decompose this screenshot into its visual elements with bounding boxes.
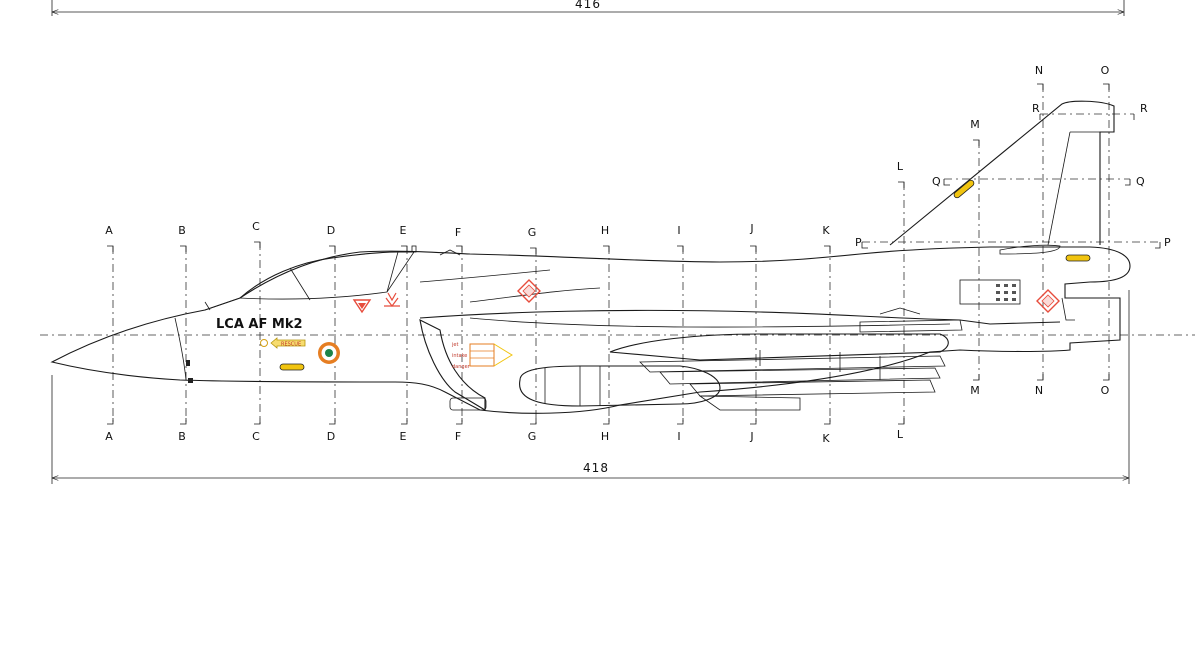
roundel-inner	[325, 349, 333, 357]
section-label-top: O	[1101, 64, 1110, 77]
canopy	[239, 251, 414, 299]
bottom-dimension-value: 418	[583, 461, 609, 475]
section-label-bottom: E	[400, 430, 407, 443]
rear-vents	[996, 284, 1016, 301]
section-tick-top	[750, 245, 757, 252]
aircraft-designation: LCA AF Mk2	[216, 317, 303, 332]
section-label-bottom: M	[970, 384, 980, 397]
section-label-top: B	[178, 224, 186, 237]
section-tick-top	[1103, 83, 1110, 90]
vertical-fin	[889, 100, 1115, 246]
rescue-marking-text: RESCUE	[281, 342, 301, 348]
section-tick-top	[603, 245, 610, 252]
fuselage	[50, 246, 1131, 414]
section-label-top: J	[749, 222, 753, 235]
section-tick-top	[677, 245, 684, 252]
section-tick-bottom	[603, 418, 610, 425]
section-tick-top	[107, 245, 114, 252]
section-label-top: L	[897, 160, 904, 173]
wing	[419, 309, 1061, 325]
section-label-r-left: R	[1032, 102, 1040, 115]
section-label-bottom: I	[677, 430, 680, 443]
section-label-top: A	[105, 224, 113, 237]
intake-warning-3: danger	[452, 364, 471, 370]
rescue-diamond-icon-front	[517, 279, 541, 303]
rescue-marker-icon	[260, 339, 268, 347]
section-label-top: C	[252, 220, 260, 233]
section-tick-bottom	[329, 418, 336, 425]
top-dimension-value: 416	[575, 0, 601, 11]
section-label-bottom: H	[601, 430, 609, 443]
section-tick-bottom	[750, 418, 757, 425]
section-tick-top	[456, 245, 463, 252]
fin-access-panel	[953, 179, 975, 199]
section-label-bottom: D	[327, 430, 335, 443]
section-tick-bottom	[254, 418, 261, 425]
section-label-bottom: G	[528, 430, 537, 443]
ejection-seat-icon	[384, 292, 400, 307]
section-tick-top	[329, 245, 336, 252]
section-label-top: I	[677, 224, 680, 237]
section-tick-bottom	[677, 418, 684, 425]
section-tick-bottom	[456, 418, 463, 425]
rescue-arrow-icon	[270, 337, 306, 349]
section-label-top: G	[528, 226, 537, 239]
section-tick-bottom	[898, 418, 905, 425]
section-cut-lines: A A B B C C D D E E F F G G H H I I J J K K L L M M N N O O	[105, 64, 1109, 445]
section-tick-top	[254, 241, 261, 248]
intake-danger-marking: jet intake danger	[451, 342, 513, 370]
ejection-warning-icon	[352, 299, 372, 314]
section-tick-top	[973, 139, 980, 146]
section-tick-top	[824, 245, 831, 252]
section-tick-bottom	[180, 418, 187, 425]
section-label-top: K	[822, 224, 830, 237]
section-label-q-right: Q	[1136, 175, 1145, 188]
intake-warning-1: jet	[451, 342, 458, 348]
section-tick-top	[1037, 83, 1044, 90]
section-tick-bottom	[824, 418, 831, 425]
section-tick-top	[530, 247, 537, 254]
bottom-dimension: 418	[51, 290, 1130, 484]
section-label-bottom: N	[1035, 384, 1043, 397]
section-tick-bottom	[973, 374, 980, 381]
section-label-bottom: J	[749, 430, 753, 443]
missile-pylon	[609, 333, 949, 361]
section-label-top: H	[601, 224, 609, 237]
section-label-top: M	[970, 118, 980, 131]
section-tick-bottom	[107, 418, 114, 425]
fin-section-lines: P P Q Q R R	[855, 102, 1171, 249]
top-dimension: 416	[51, 0, 1125, 16]
section-label-bottom: K	[822, 432, 830, 445]
section-label-top: F	[455, 226, 461, 239]
section-label-bottom: L	[897, 428, 904, 441]
section-tick-top	[401, 245, 408, 252]
section-label-p-right: P	[1164, 236, 1171, 249]
aircraft-markings: LCA AF Mk2 RESCUE jet intake	[186, 179, 1091, 383]
rescue-diamond-icon-rear	[1036, 289, 1060, 313]
section-tick-bottom	[1037, 374, 1044, 381]
intake-warning-2: intake	[452, 353, 467, 359]
drop-tank	[519, 365, 721, 407]
section-label-r-right: R	[1140, 102, 1148, 115]
section-label-q-left: Q	[932, 175, 941, 188]
rear-access-panel	[1065, 254, 1091, 262]
section-label-bottom: F	[455, 430, 461, 443]
section-label-bottom: A	[105, 430, 113, 443]
section-label-top: N	[1035, 64, 1043, 77]
section-tick-bottom	[401, 418, 408, 425]
section-tick-bottom	[1103, 374, 1110, 381]
section-label-top: E	[400, 224, 407, 237]
section-label-top: D	[327, 224, 335, 237]
air-intake	[419, 319, 486, 411]
section-tick-bottom	[530, 418, 537, 425]
section-tick-top	[180, 245, 187, 252]
nose-access-panel	[279, 363, 305, 371]
section-tick-top	[898, 181, 905, 188]
section-label-bottom: C	[252, 430, 260, 443]
section-label-bottom: B	[178, 430, 186, 443]
section-label-bottom: O	[1101, 384, 1110, 397]
aircraft-outline	[50, 100, 1131, 414]
section-label-p-left: P	[855, 236, 862, 249]
